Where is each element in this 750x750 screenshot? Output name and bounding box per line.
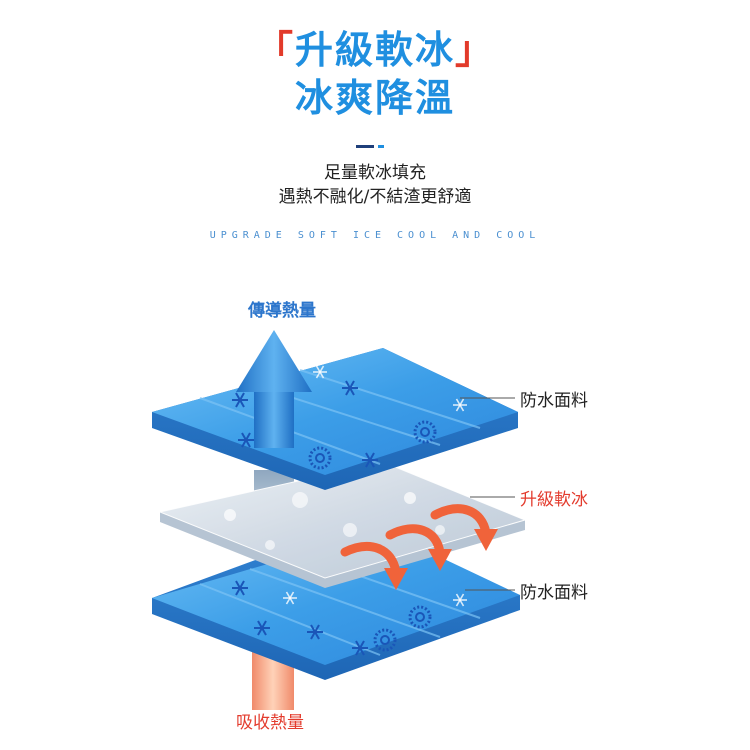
subtitle-line-2: 遇熱不融化/不結渣更舒適 xyxy=(278,187,472,207)
subtitle-line-1: 足量軟冰填充 xyxy=(324,163,426,183)
heat-absorption-arrows xyxy=(340,504,498,590)
headline-text-1: 升級軟冰 xyxy=(294,28,455,72)
top-fabric-layer xyxy=(152,348,518,490)
divider-bar xyxy=(356,145,374,148)
bracket-close: 」 xyxy=(455,28,496,72)
top-layer-label: 防水面料 xyxy=(520,391,588,411)
conduct-heat-label: 傳導熱量 xyxy=(248,301,316,321)
divider-dot xyxy=(378,145,384,148)
bracket-open: 「 xyxy=(254,28,295,72)
bottom-layer-label: 防水面料 xyxy=(520,583,588,603)
absorb-heat-label: 吸收熱量 xyxy=(236,713,304,733)
middle-ice-layer xyxy=(158,461,527,588)
headline-line-1: 「升級軟冰」 xyxy=(0,28,750,72)
middle-layer-label: 升級軟冰 xyxy=(520,490,588,510)
conduct-heat-arrow xyxy=(236,330,312,448)
divider-mark xyxy=(356,145,384,148)
bottom-fabric-layer xyxy=(152,530,520,680)
english-tagline: UPGRADE SOFT ICE COOL AND COOL xyxy=(209,230,541,241)
headline-line-2: 冰爽降溫 xyxy=(294,76,455,120)
